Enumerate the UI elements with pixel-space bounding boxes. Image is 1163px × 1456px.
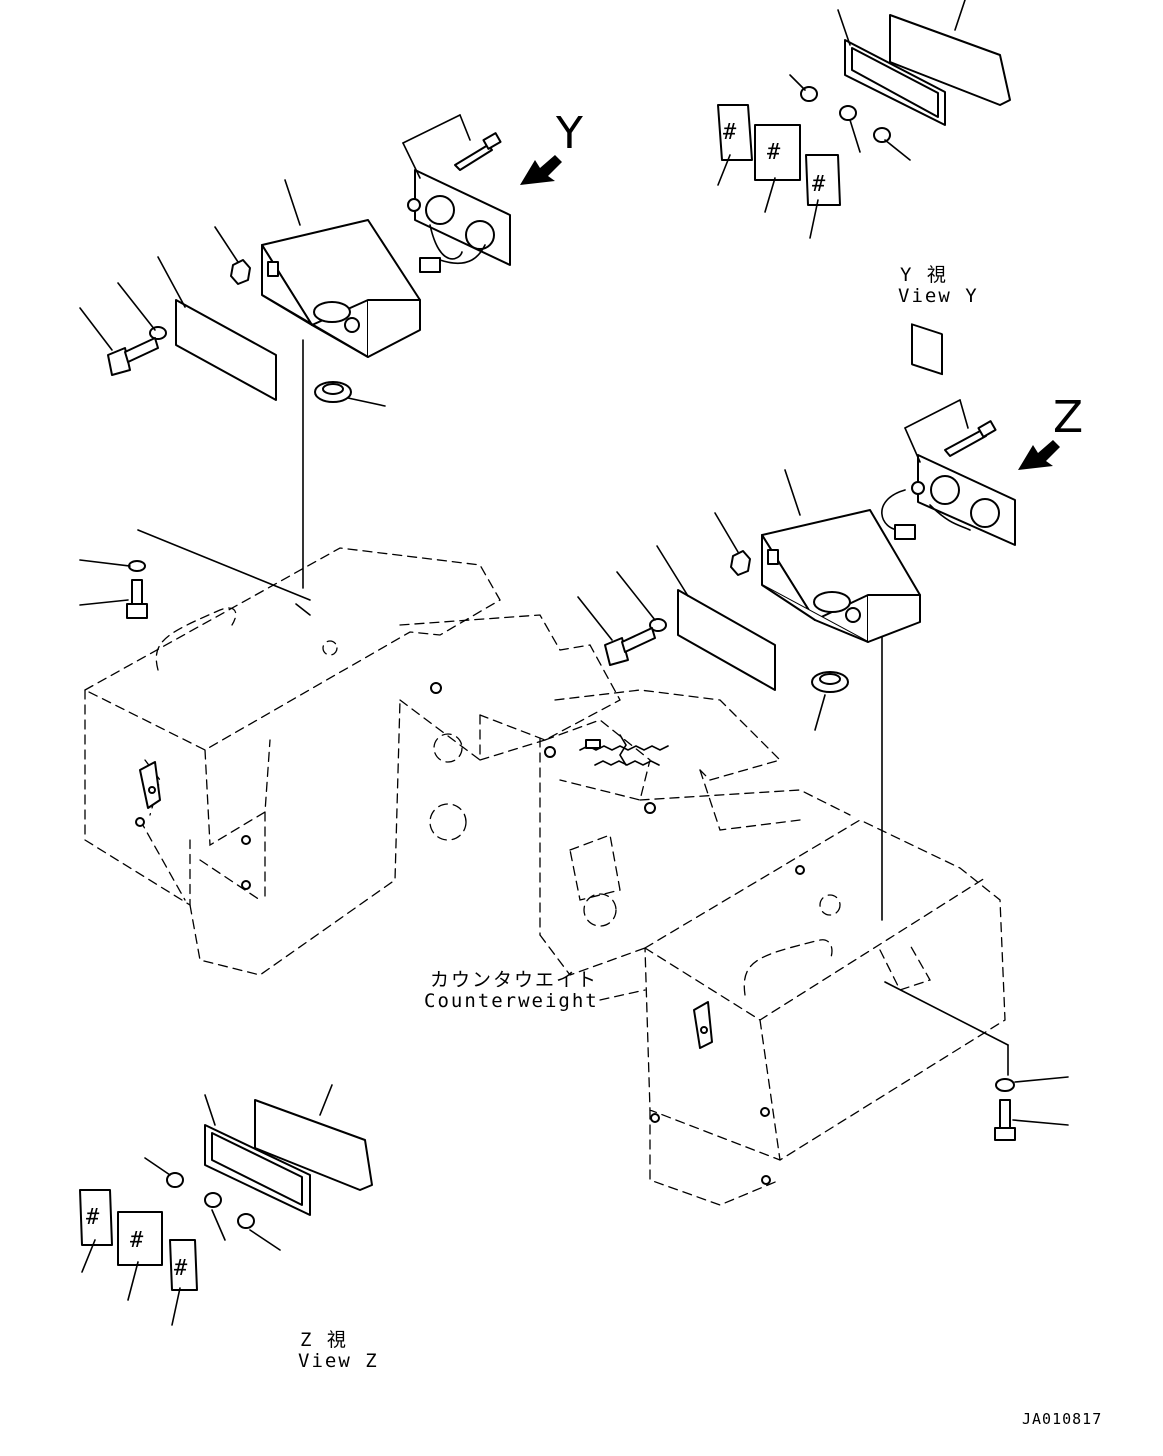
view-y-label-en: View Y bbox=[898, 285, 979, 307]
view-y-lens-left bbox=[717, 104, 753, 161]
lens-mark: # bbox=[86, 1205, 102, 1230]
lens-mark: # bbox=[767, 140, 783, 165]
arrow-y-label: Y bbox=[556, 108, 583, 159]
drawing-code: JA010817 bbox=[1022, 1410, 1103, 1428]
view-y-leaders bbox=[717, 0, 966, 239]
left-plate bbox=[175, 299, 277, 401]
view-y-label-jp: Y 視 bbox=[900, 264, 948, 286]
view-y-lens-right bbox=[805, 154, 841, 206]
left-leaders bbox=[79, 114, 471, 407]
counterweight-bolt-heads bbox=[135, 682, 805, 1185]
right-lamp-assembly bbox=[126, 420, 1060, 1141]
arrow-z-label: Z bbox=[1053, 392, 1084, 443]
reference-lines bbox=[137, 339, 1009, 1076]
chain bbox=[579, 734, 669, 766]
lens-mark: # bbox=[723, 120, 739, 145]
latch-left bbox=[139, 761, 161, 809]
view-z-detail bbox=[79, 1099, 373, 1291]
lens-mark: # bbox=[812, 172, 828, 197]
latch-right bbox=[693, 1001, 713, 1049]
counterweight-label-jp: カウンタウエイト bbox=[430, 969, 599, 991]
view-z-lens-center bbox=[117, 1211, 163, 1266]
counterweight-label-en: Counterweight bbox=[424, 990, 599, 1012]
view-z-leaders bbox=[81, 1084, 333, 1326]
view-z-label-jp: Z 視 bbox=[300, 1329, 348, 1351]
view-z-lens-left bbox=[79, 1189, 113, 1246]
lens-mark: # bbox=[174, 1256, 190, 1281]
view-z-lens-right bbox=[169, 1239, 198, 1291]
left-lamp-assembly bbox=[107, 132, 562, 403]
right-leaders bbox=[79, 399, 1069, 1126]
view-y-detail bbox=[717, 14, 1011, 376]
counterweight-outline bbox=[83, 547, 1006, 1206]
lens-mark: # bbox=[130, 1228, 146, 1253]
view-z-label-en: View Z bbox=[298, 1350, 379, 1372]
view-y-lens-center bbox=[754, 124, 801, 181]
